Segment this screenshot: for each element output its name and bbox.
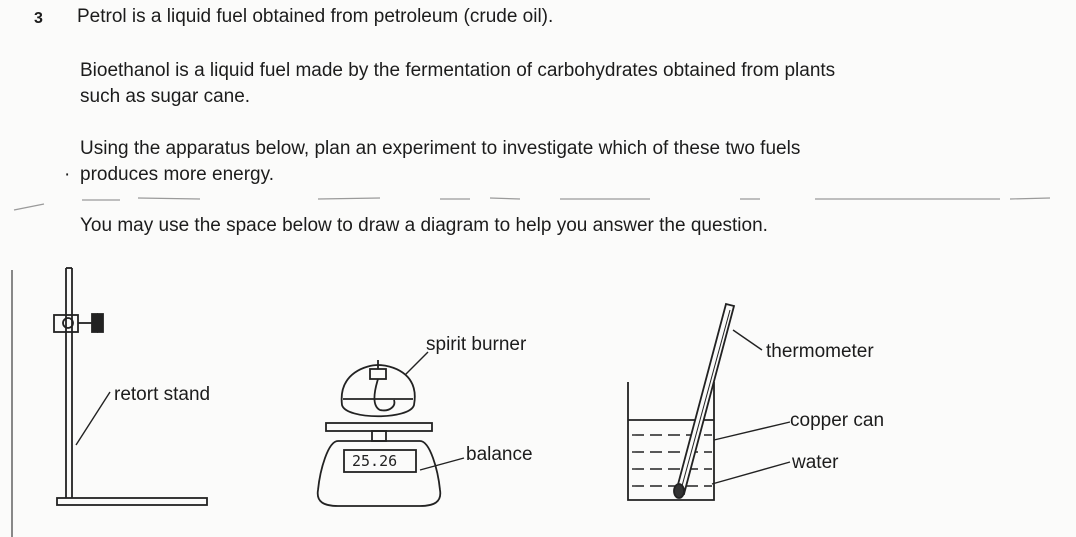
- thermometer: [673, 302, 763, 499]
- retort-stand: [53, 267, 208, 506]
- question-text-line-6: You may use the space below to draw a di…: [80, 215, 768, 236]
- copper-can: [627, 382, 791, 501]
- balance-label: balance: [466, 444, 533, 465]
- retort-stand-label: retort stand: [114, 384, 210, 405]
- question-text-line-5: produces more energy.: [80, 164, 274, 185]
- question-text-line-1: Petrol is a liquid fuel obtained from pe…: [77, 6, 554, 27]
- spirit-burner: [340, 351, 429, 418]
- spirit-burner-label: spirit burner: [426, 334, 527, 355]
- thermometer-label: thermometer: [766, 341, 874, 362]
- question-text-line-4: Using the apparatus below, plan an exper…: [80, 138, 801, 159]
- balance-reading: 25.26: [352, 452, 397, 470]
- water-label: water: [791, 452, 839, 473]
- question-number: 3: [34, 10, 43, 27]
- balance: [316, 422, 465, 507]
- copper-can-label: copper can: [790, 410, 884, 431]
- question-text-line-2: Bioethanol is a liquid fuel made by the …: [80, 60, 836, 81]
- bullet-mark: ·: [64, 164, 71, 185]
- question-text-line-3: such as sugar cane.: [80, 86, 251, 107]
- pencil-marks: [13, 197, 1051, 211]
